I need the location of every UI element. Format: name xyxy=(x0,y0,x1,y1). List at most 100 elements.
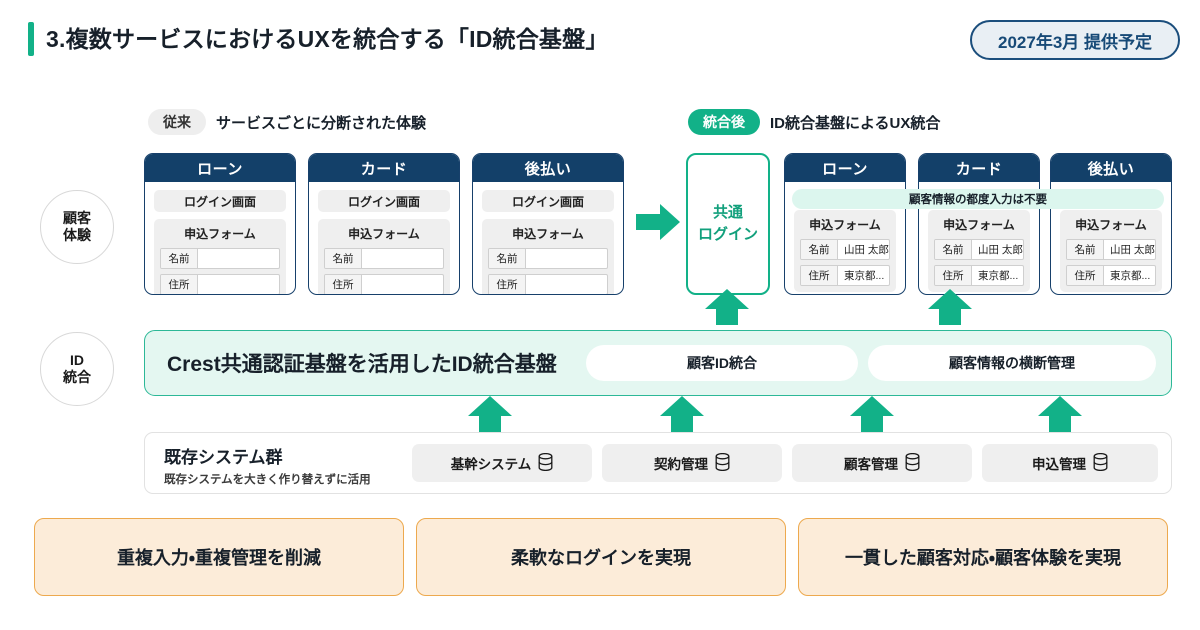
apply-form-title: 申込フォーム xyxy=(943,218,1015,232)
card-body: 申込フォーム 名前 山田 太郎 住所 東京都... xyxy=(785,182,905,294)
card-body: 申込フォーム 名前 山田 太郎 住所 東京都... xyxy=(919,182,1039,294)
form-label-name: 名前 xyxy=(489,249,526,268)
row-label-id-line1: ID xyxy=(70,351,84,368)
database-icon xyxy=(1093,452,1108,474)
form-value-name[interactable] xyxy=(362,249,443,268)
form-label-name: 名前 xyxy=(1067,240,1104,259)
id-platform-title: Crest共通認証基盤を活用したID統合基盤 xyxy=(167,353,557,376)
capsule-cross-customer-management: 顧客情報の横断管理 xyxy=(868,345,1156,381)
form-value-name[interactable] xyxy=(526,249,607,268)
apply-form-box: 申込フォーム 名前 山田 太郎 住所 東京都... xyxy=(928,210,1030,292)
form-value-address[interactable] xyxy=(526,275,607,294)
form-row-name[interactable]: 名前 山田 太郎 xyxy=(800,239,890,260)
before-card-deferred: 後払い ログイン画面 申込フォーム 名前 住所 xyxy=(472,153,624,295)
apply-form-box: 申込フォーム 名前 住所 xyxy=(318,219,450,294)
card-body: ログイン画面 申込フォーム 名前 住所 xyxy=(309,182,459,294)
database-icon xyxy=(715,452,730,474)
card-title: ローン xyxy=(145,154,295,182)
before-card-card: カード ログイン画面 申込フォーム 名前 住所 xyxy=(308,153,460,295)
benefit-flexible-login: 柔軟なログインを実現 xyxy=(416,518,786,596)
unified-login-text: 共通 ログイン xyxy=(698,202,758,246)
transition-arrow-icon xyxy=(636,202,680,242)
form-row-name[interactable]: 名前 xyxy=(160,248,280,269)
form-value-address[interactable]: 東京都... xyxy=(1110,270,1151,282)
apply-form-box: 申込フォーム 名前 山田 太郎 住所 東京都... xyxy=(1060,210,1162,292)
form-row-address[interactable]: 住所 xyxy=(324,274,444,294)
after-card-deferred: 後払い 申込フォーム 名前 山田 太郎 住所 東京都... xyxy=(1050,153,1172,295)
form-label-name: 名前 xyxy=(935,240,972,259)
form-label-address: 住所 xyxy=(801,266,838,285)
row-label-customer-experience: 顧客 体験 xyxy=(40,190,114,264)
form-label-address: 住所 xyxy=(1067,266,1104,285)
page-title: 3.複数サービスにおけるUXを統合する「ID統合基盤」 xyxy=(46,26,609,52)
form-label-address: 住所 xyxy=(161,275,198,294)
row-label-cx-line1: 顧客 xyxy=(63,209,91,226)
existing-systems-subtitle: 既存システムを大きく作り替えずに活用 xyxy=(164,474,371,486)
after-card-loan: ローン 申込フォーム 名前 山田 太郎 住所 東京都... xyxy=(784,153,906,295)
form-label-address: 住所 xyxy=(489,275,526,294)
benefit-consistent-cx: 一貫した顧客対応・顧客体験を実現 xyxy=(798,518,1168,596)
form-row-address[interactable]: 住所 東京都... xyxy=(934,265,1024,286)
availability-badge: 2027年3月 提供予定 xyxy=(970,20,1180,60)
form-row-address[interactable]: 住所 xyxy=(488,274,608,294)
arrow-up-to-card-icon xyxy=(928,289,972,325)
system-box-label: 契約管理 xyxy=(654,457,708,472)
before-caption-text: サービスごとに分断された体験 xyxy=(216,114,427,132)
form-value-address[interactable] xyxy=(362,275,443,294)
form-value-address[interactable]: 東京都... xyxy=(978,270,1019,282)
form-value-name[interactable]: 山田 太郎 xyxy=(1110,244,1155,256)
row-label-id-integration: ID 統合 xyxy=(40,332,114,406)
card-body: ログイン画面 申込フォーム 名前 住所 xyxy=(473,182,623,294)
form-value-name[interactable] xyxy=(198,249,279,268)
capsule-customer-id-integration: 顧客ID統合 xyxy=(586,345,858,381)
form-row-name[interactable]: 名前 xyxy=(488,248,608,269)
system-box-label: 申込管理 xyxy=(1032,457,1086,472)
apply-form-title: 申込フォーム xyxy=(512,227,584,241)
system-box-core[interactable]: 基幹システム xyxy=(412,444,592,482)
form-label-name: 名前 xyxy=(325,249,362,268)
unified-login-card: 共通 ログイン xyxy=(686,153,770,295)
arrow-up-contract-management-icon xyxy=(660,396,704,432)
system-box-contract[interactable]: 契約管理 xyxy=(602,444,782,482)
arrow-up-core-system-icon xyxy=(468,396,512,432)
login-screen-chip: ログイン画面 xyxy=(154,190,286,212)
form-row-address[interactable]: 住所 東京都... xyxy=(1066,265,1156,286)
card-body: ログイン画面 申込フォーム 名前 住所 xyxy=(145,182,295,294)
form-value-address[interactable] xyxy=(198,275,279,294)
apply-form-box: 申込フォーム 名前 住所 xyxy=(482,219,614,294)
arrow-up-application-management-icon xyxy=(1038,396,1082,432)
card-title: 後払い xyxy=(473,154,623,182)
form-value-name[interactable]: 山田 太郎 xyxy=(844,244,889,256)
form-label-name: 名前 xyxy=(161,249,198,268)
apply-form-title: 申込フォーム xyxy=(348,227,420,241)
row-label-id-line2: 統合 xyxy=(63,369,91,385)
system-box-customer[interactable]: 顧客管理 xyxy=(792,444,972,482)
before-caption: 従来 サービスごとに分断された体験 xyxy=(148,109,426,135)
system-box-application[interactable]: 申込管理 xyxy=(982,444,1158,482)
login-screen-chip: ログイン画面 xyxy=(482,190,614,212)
form-row-name[interactable]: 名前 山田 太郎 xyxy=(934,239,1024,260)
card-body: 申込フォーム 名前 山田 太郎 住所 東京都... xyxy=(1051,182,1171,294)
existing-systems-title: 既存システム群 xyxy=(164,448,283,467)
form-row-name[interactable]: 名前 山田 太郎 xyxy=(1066,239,1156,260)
slide-header: 3.複数サービスにおけるUXを統合する「ID統合基盤」 2027年3月 提供予定 xyxy=(0,0,1200,86)
apply-form-box: 申込フォーム 名前 山田 太郎 住所 東京都... xyxy=(794,210,896,292)
apply-form-title: 申込フォーム xyxy=(809,218,881,232)
card-title: カード xyxy=(919,154,1039,182)
system-box-label: 顧客管理 xyxy=(844,457,898,472)
after-caption: 統合後 ID統合基盤によるUX統合 xyxy=(688,109,940,135)
form-row-address[interactable]: 住所 xyxy=(160,274,280,294)
form-label-address: 住所 xyxy=(935,266,972,285)
database-icon xyxy=(538,452,553,474)
card-title: ローン xyxy=(785,154,905,182)
form-value-name[interactable]: 山田 太郎 xyxy=(978,244,1023,256)
before-tag: 従来 xyxy=(148,109,206,135)
apply-form-title: 申込フォーム xyxy=(1075,218,1147,232)
form-value-address[interactable]: 東京都... xyxy=(844,270,885,282)
form-row-address[interactable]: 住所 東京都... xyxy=(800,265,890,286)
after-tag: 統合後 xyxy=(688,109,760,135)
database-icon xyxy=(905,452,920,474)
form-row-name[interactable]: 名前 xyxy=(324,248,444,269)
form-label-address: 住所 xyxy=(325,275,362,294)
